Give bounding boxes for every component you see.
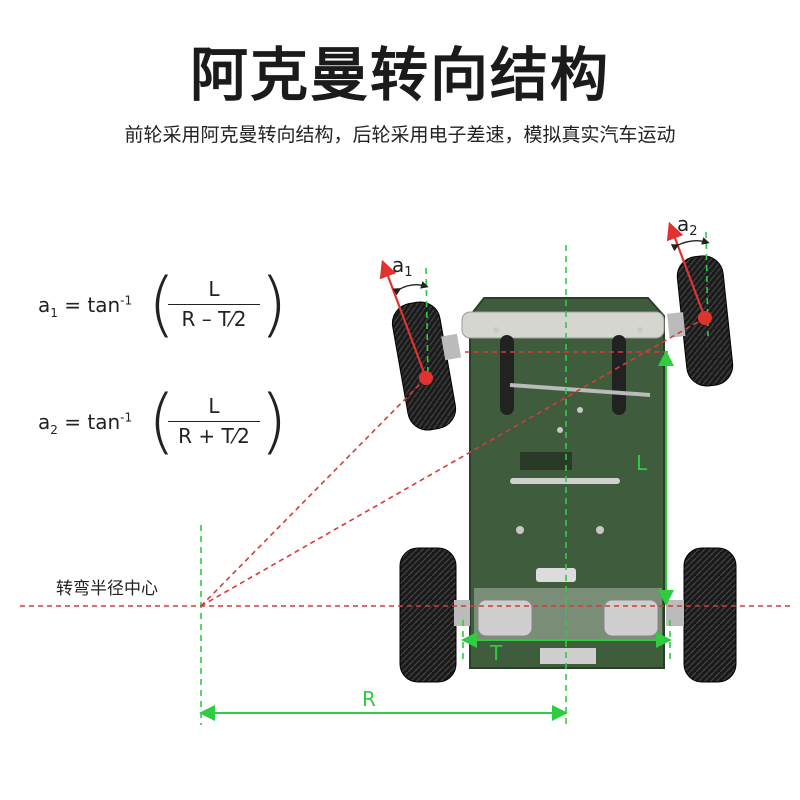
battery-plate <box>540 648 596 664</box>
label-R: R <box>362 687 376 711</box>
page-subtitle: 前轮采用阿克曼转向结构，后轮采用电子差速，模拟真实汽车运动 <box>124 124 676 146</box>
label-T: T <box>489 641 503 665</box>
rear-right-tire <box>666 547 737 683</box>
front-right-tire <box>667 255 734 387</box>
formula-a1-right-paren: ) <box>260 263 288 345</box>
formula-a2-lhs-sub: 2 <box>50 423 58 437</box>
rod <box>510 478 620 484</box>
front-left-pivot <box>419 371 433 385</box>
front-axle-bar <box>461 311 665 339</box>
front-left-steer-arrow <box>379 259 428 379</box>
formula-a1-denominator: R – T⁄2 <box>181 307 247 331</box>
formula-a1-lhs-sub: 1 <box>50 306 58 320</box>
formula-a1-numerator: L <box>168 277 260 305</box>
formula-a2-fraction: L R + T⁄2 <box>168 394 260 448</box>
red-dashed-lines <box>20 317 790 607</box>
angle-arc-a1 <box>392 281 429 296</box>
right-steer-slot <box>612 335 626 415</box>
rear-left-tire <box>399 547 470 683</box>
label-a1: a1 <box>392 253 413 280</box>
formula-a1-eq: = tan <box>64 293 121 317</box>
formula-a1-fraction: L R – T⁄2 <box>168 277 260 331</box>
formula-a2-eq: = tan <box>64 410 121 434</box>
rear-mount <box>536 568 576 582</box>
page-title: 阿克曼转向结构 <box>189 41 610 109</box>
chassis <box>461 297 665 669</box>
right-motor <box>603 599 659 637</box>
label-L: L <box>636 451 648 475</box>
front-right-pivot <box>698 311 712 325</box>
formula-a1-lhs: a <box>38 293 51 317</box>
ray-to-front-left <box>200 377 427 607</box>
formula-a1-sup: -1 <box>120 293 133 308</box>
front-left-tire <box>391 301 462 431</box>
formula-a2-lhs: a <box>38 410 51 434</box>
board-slot <box>520 452 572 470</box>
left-steer-slot <box>500 335 514 415</box>
left-motor <box>477 599 533 637</box>
label-a2: a2 <box>677 212 698 239</box>
formula-a2-right-paren: ) <box>260 380 288 462</box>
ray-to-front-right <box>200 317 706 607</box>
formula-a2-sup: -1 <box>120 410 133 425</box>
turn-center-label: 转弯半径中心 <box>56 579 158 599</box>
angle-arc-a2 <box>670 237 710 252</box>
formula-a2-denominator: R + T⁄2 <box>178 424 250 448</box>
steering-arrows <box>379 221 712 385</box>
formula-a2-numerator: L <box>168 394 260 422</box>
front-left-wheel-axis <box>425 267 429 381</box>
